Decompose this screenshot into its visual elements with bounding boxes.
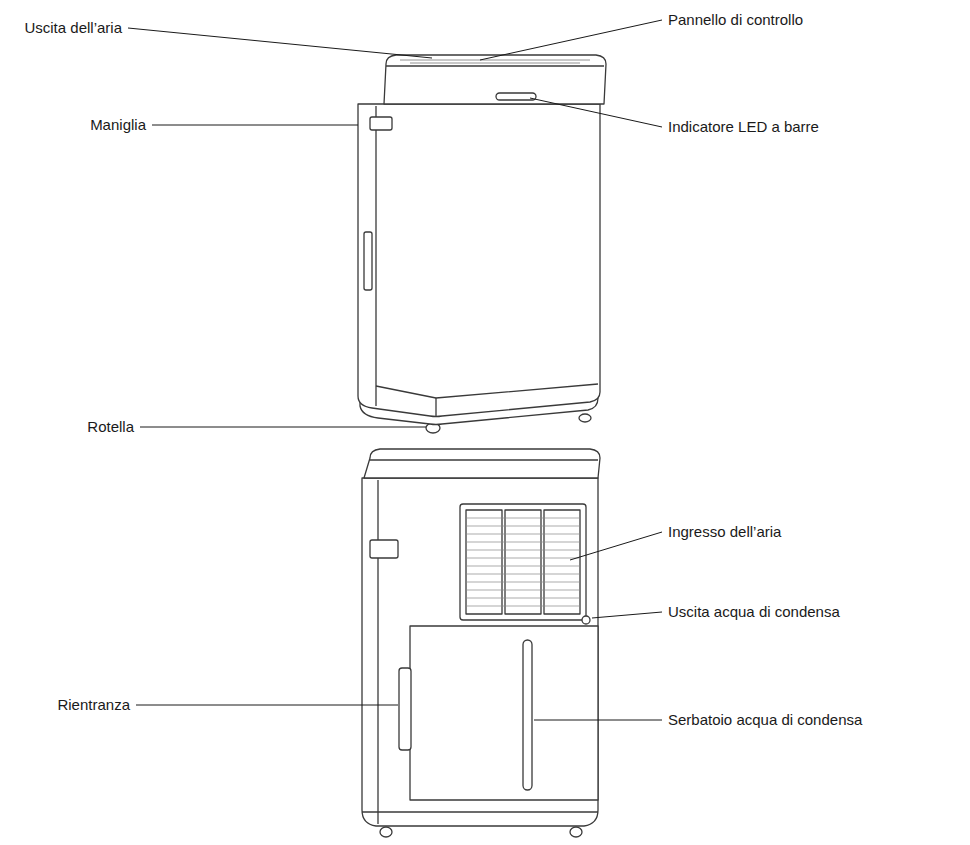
rear-unit (362, 449, 600, 837)
leader-line (128, 28, 432, 58)
part-label: Pannello di controllo (668, 11, 803, 29)
leader-line (530, 98, 662, 127)
body (362, 478, 598, 826)
lid (384, 55, 606, 104)
air-inlet-panel (505, 510, 541, 614)
part-label: Ingresso dell’aria (668, 523, 781, 541)
air-inlet (460, 504, 586, 620)
leader-lines (128, 20, 662, 720)
water-tank (410, 626, 598, 800)
part-label: Rientranza (57, 696, 130, 714)
front-unit (358, 55, 606, 433)
led-bar (496, 93, 536, 100)
lid-edge (386, 65, 604, 66)
air-inlet-panel (466, 510, 502, 614)
side-recess (364, 232, 372, 290)
air-outlet-grille (410, 63, 580, 64)
body (358, 104, 600, 417)
handle (370, 540, 398, 558)
part-label: Maniglia (90, 116, 146, 134)
leader-line (136, 705, 398, 706)
slat-lines (466, 518, 580, 606)
leader-line (140, 427, 426, 428)
lid-edge (370, 459, 598, 460)
body-edge (435, 398, 436, 416)
leader-line (152, 125, 358, 126)
body-edge (376, 384, 598, 398)
part-label: Indicatore LED a barre (668, 118, 819, 136)
body-edge (377, 480, 378, 824)
condensate-outlet (582, 616, 590, 624)
wheel (570, 827, 582, 837)
wheel (380, 827, 392, 837)
leader-line (570, 532, 662, 560)
grille-slats (466, 518, 580, 606)
base-edge (362, 811, 598, 812)
leader-line (592, 612, 662, 618)
air-inlet-panel (544, 510, 580, 614)
lid (364, 449, 600, 478)
part-label: Uscita acqua di condensa (668, 603, 840, 621)
leader-line (534, 720, 662, 721)
recess (399, 668, 411, 750)
handle (370, 117, 392, 130)
part-label: Uscita dell’aria (24, 19, 122, 37)
leader-line (480, 20, 662, 60)
wheel (579, 414, 591, 422)
air-outlet-grille (400, 60, 590, 61)
body-edge (375, 106, 376, 406)
part-label: Serbatoio acqua di condensa (668, 711, 862, 729)
part-label: Rotella (87, 418, 134, 436)
tank-window (523, 640, 532, 790)
